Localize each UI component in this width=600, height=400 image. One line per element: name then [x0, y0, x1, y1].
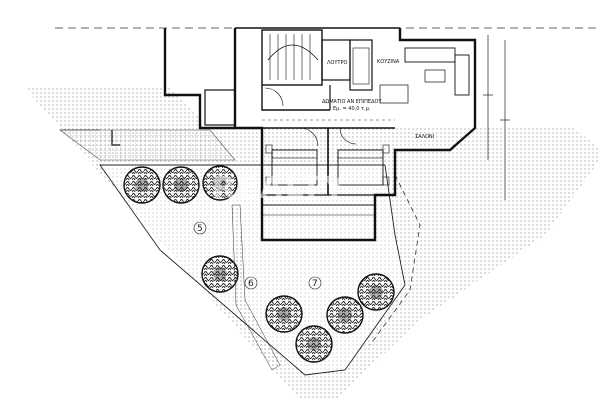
tree-icon — [265, 295, 303, 333]
courtyard-edge-strip — [231, 204, 281, 371]
tree-icon — [326, 296, 364, 334]
trees-lower — [201, 255, 395, 363]
trees-row-top — [123, 165, 238, 204]
tree-icon — [123, 166, 161, 204]
label-living: ΣΑΛΟΝΙ — [415, 134, 434, 140]
house-walls — [163, 27, 477, 242]
garden-dotted-area — [25, 88, 600, 400]
tree-icon — [162, 166, 200, 204]
garden-dashed-edge — [369, 174, 421, 346]
zone-7-number: 7 — [312, 279, 318, 289]
label-bedrooms-title: ΔΩΜΑΤΙΟ ΑΝ ΕΠΙΠΕΔΟΥ — [322, 99, 382, 105]
zone-7-marker: 7 — [308, 276, 322, 290]
tree-icon — [201, 255, 239, 293]
watermark-logo: REALTY — [212, 171, 347, 206]
zone-6-number: 6 — [248, 279, 254, 289]
zone-5-number: 5 — [197, 224, 203, 234]
zone-6-marker: 6 — [244, 276, 258, 290]
pergola-grid-area — [59, 129, 236, 161]
tree-icon — [202, 165, 238, 201]
zone-5-marker: 5 — [193, 221, 207, 235]
label-kitchen: ΚΟΥΖΙΝΑ — [377, 59, 400, 65]
left-gate-mark — [60, 129, 120, 146]
tree-icon — [295, 325, 333, 363]
tree-icon — [357, 273, 395, 311]
label-wc: ΛΟΥΤΡΟ — [327, 60, 347, 66]
label-bedrooms-sub: Εμ. = 40,0 τ.μ. — [333, 106, 371, 112]
